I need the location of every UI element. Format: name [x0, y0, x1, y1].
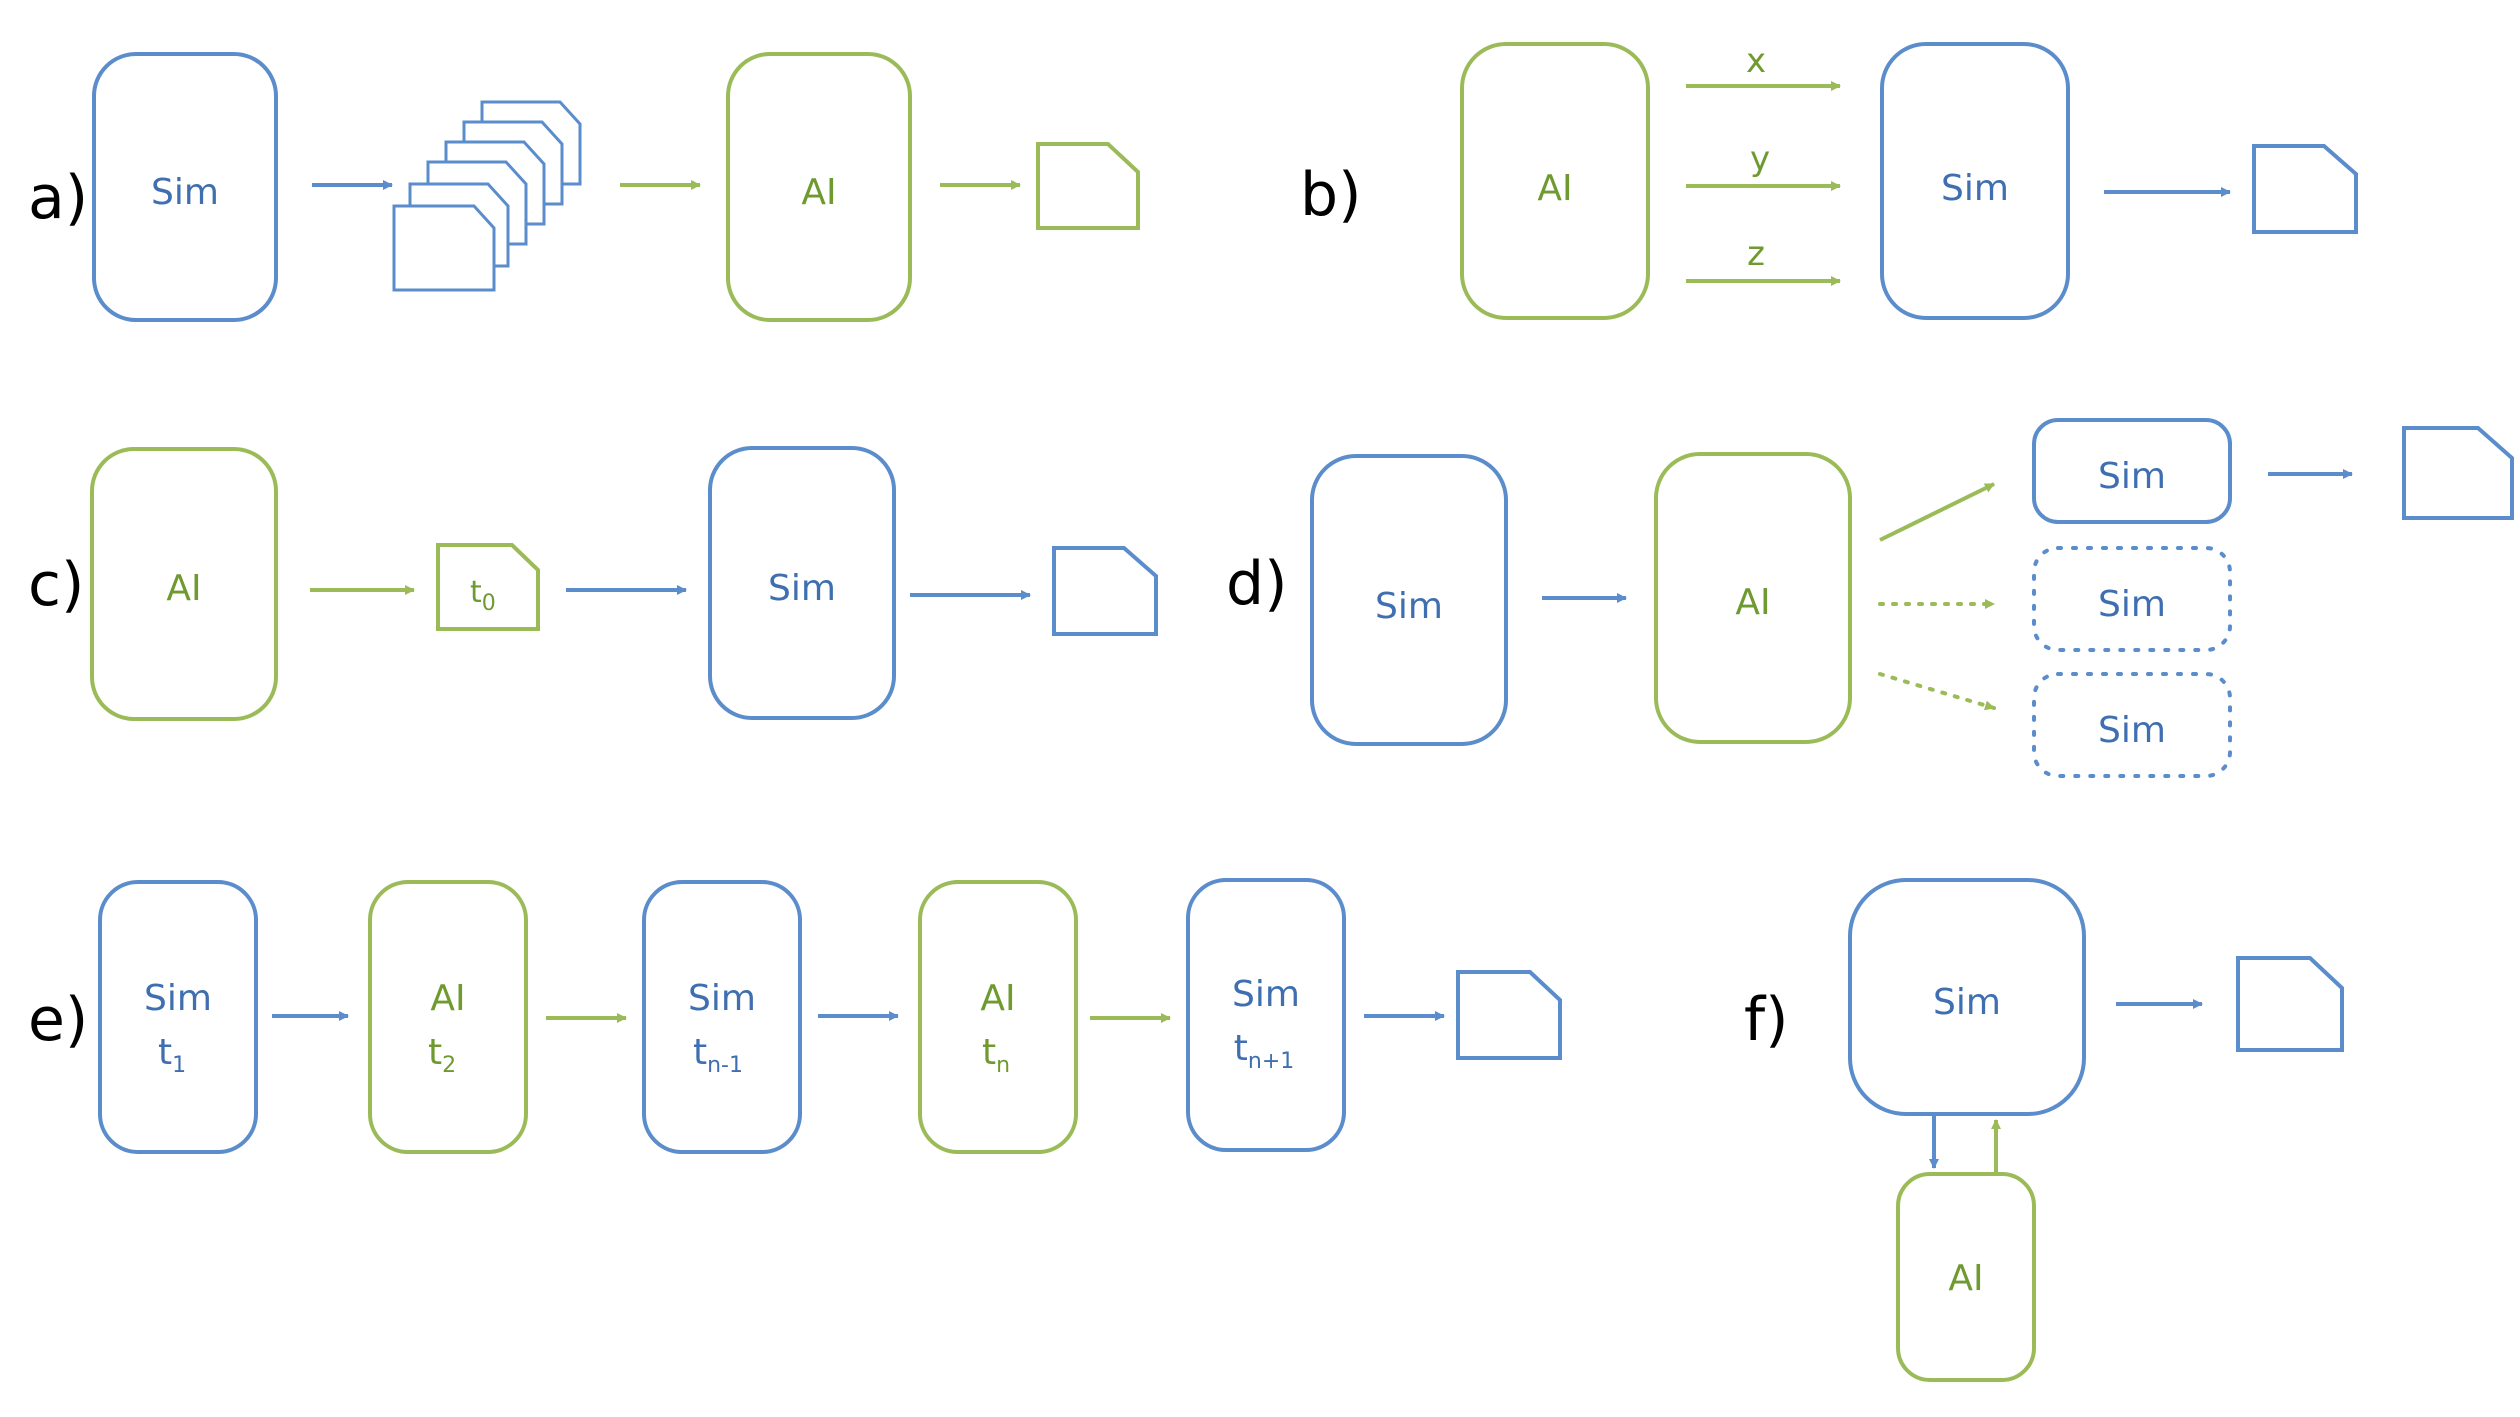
panel-b-label: b): [1300, 160, 1362, 230]
sim-branch-label: Sim: [2098, 456, 2166, 497]
step-name: AI: [980, 978, 1015, 1019]
sim-box-label: Sim: [1375, 586, 1443, 627]
ai-box-label: AI: [166, 568, 201, 609]
ai-box-label: AI: [1948, 1258, 1983, 1299]
step-time: t2: [428, 1032, 456, 1078]
sim-box: [92, 52, 278, 322]
input-y-label: y: [1750, 139, 1770, 179]
sim-box-label: Sim: [768, 568, 836, 609]
sim-branch-box: [2032, 418, 2232, 524]
sim-box-label: Sim: [1941, 168, 2009, 209]
ai-box: [726, 52, 912, 322]
ai-step-box: [918, 880, 1078, 1154]
panel-e: e) Sim t1 AI t2 Sim tn-1 AI tn Sim tn+1: [28, 878, 1562, 1154]
step-time: tn: [982, 1032, 1010, 1078]
step-time: tn-1: [693, 1032, 743, 1078]
sim-box: [708, 446, 896, 720]
ai-box: [90, 447, 278, 721]
panel-c-label: c): [28, 550, 84, 620]
sim-branch-label: Sim: [2098, 584, 2166, 625]
output-document-icon: [1456, 970, 1562, 1060]
sim-step-box: [642, 880, 802, 1154]
input-x-label: x: [1746, 41, 1766, 81]
sim-box-label: Sim: [151, 172, 219, 213]
step-name: Sim: [144, 978, 212, 1019]
panel-f: f) Sim AI: [1744, 878, 2344, 1382]
step-time: tn+1: [1234, 1028, 1295, 1074]
ai-box: [1654, 452, 1852, 744]
output-document-icon: [2252, 144, 2358, 234]
ai-box: [1896, 1172, 2036, 1382]
ai-box-label: AI: [1537, 168, 1572, 209]
sim-box-label: Sim: [1933, 982, 2001, 1023]
output-document-icon: [1052, 546, 1158, 636]
step-time: t1: [158, 1032, 186, 1078]
panel-b: b) AI x y z Sim: [1300, 41, 2358, 320]
output-document-icon: [2236, 956, 2344, 1052]
sim-box: [1310, 454, 1508, 746]
sim-box: [1880, 42, 2070, 320]
step-name: Sim: [1232, 974, 1300, 1015]
step-name: Sim: [688, 978, 756, 1019]
ai-step-box: [368, 880, 528, 1154]
panel-e-label: e): [28, 985, 88, 1055]
initial-state-document-icon: [436, 543, 540, 631]
ai-box-label: AI: [1735, 582, 1770, 623]
panel-c: c) AI t0 Sim: [28, 446, 1158, 721]
sim-step-box: [1186, 878, 1346, 1152]
ai-box: [1460, 42, 1650, 320]
ai-box-label: AI: [801, 172, 836, 213]
initial-state-label: t0: [470, 575, 496, 616]
sim-branch-box-candidate: [2032, 546, 2232, 652]
sim-box: [1848, 878, 2086, 1116]
alternative-branch-arrow: [1878, 672, 1996, 711]
output-document-icon: [1036, 142, 1140, 230]
panel-a-label: a): [28, 163, 88, 233]
sim-step-box: [98, 880, 258, 1154]
panel-d-label: d): [1226, 549, 1288, 619]
sim-branch-label: Sim: [2098, 710, 2166, 751]
panel-d: d) Sim AI Sim Sim Sim: [1226, 418, 2514, 778]
input-z-label: z: [1747, 234, 1765, 274]
document-icon: [392, 204, 496, 292]
output-document-icon: [2402, 426, 2514, 520]
sim-branch-box-candidate: [2032, 672, 2232, 778]
panel-f-label: f): [1744, 985, 1789, 1055]
document-stack: [392, 100, 582, 292]
panel-a: a) Sim AI: [28, 52, 1140, 322]
selected-branch-arrow: [1879, 482, 1995, 542]
step-name: AI: [430, 978, 465, 1019]
